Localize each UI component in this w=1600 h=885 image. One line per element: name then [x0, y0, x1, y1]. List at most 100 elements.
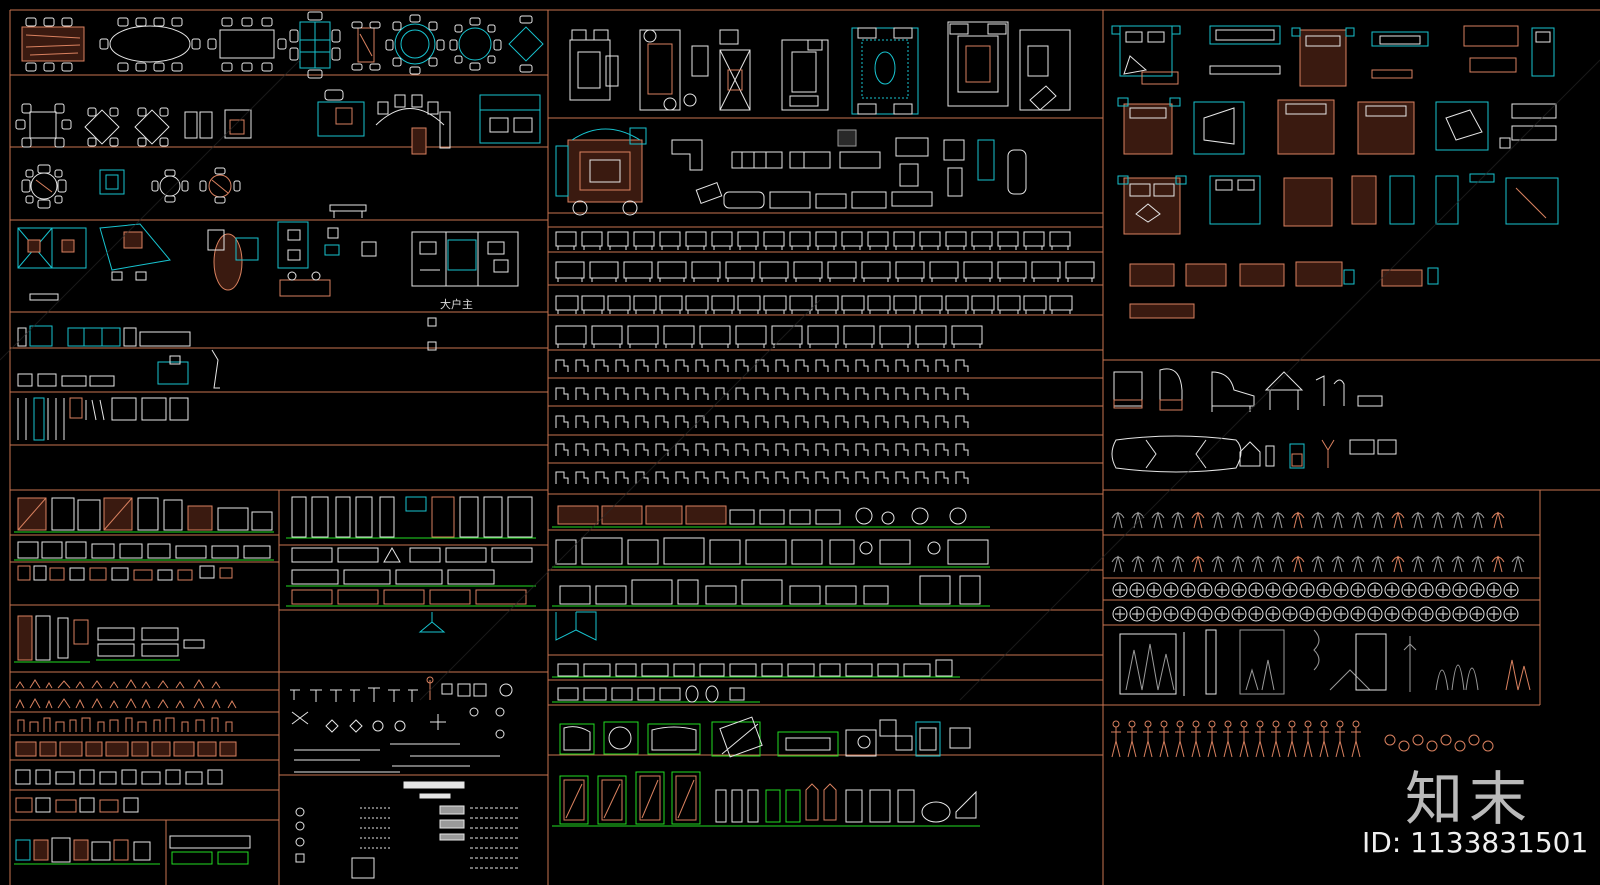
asset-id-label: ID: 1133831501	[1362, 826, 1589, 859]
flower-symbol	[1468, 734, 1480, 746]
sofa-and-rug-row	[555, 127, 1027, 216]
plant-elevation-symbol	[1171, 555, 1185, 573]
plant-plan-symbol	[1149, 585, 1159, 595]
plant-plan-symbol	[1455, 609, 1465, 619]
plant-plan-symbol	[1231, 582, 1247, 598]
plant-elevation-symbol	[1491, 511, 1505, 529]
chair-elevation-symbol	[695, 443, 709, 456]
furniture-elevation-symbol	[555, 325, 587, 345]
person-silhouette	[1271, 727, 1281, 758]
plant-plan-symbol	[1421, 609, 1431, 619]
chair-elevation-symbol	[895, 471, 909, 484]
furniture-elevation-symbol	[737, 295, 761, 311]
plant-elevation-symbol	[1211, 555, 1225, 573]
furniture-elevation-symbol	[789, 231, 811, 247]
chair-elevation-symbol	[715, 471, 729, 484]
furniture-elevation-symbol	[945, 295, 969, 311]
furniture-elevation-symbol	[685, 295, 709, 311]
plant-elevation-symbol	[1211, 511, 1225, 529]
flower-symbol	[1482, 740, 1494, 752]
plant-plan-symbol	[1302, 585, 1312, 595]
plant-plan-symbol	[1336, 585, 1346, 595]
plant-elevation-symbol	[1251, 511, 1265, 529]
plant-plan-symbol	[1214, 582, 1230, 598]
panel-frame-lines	[9, 9, 1600, 885]
plant-plan-symbol	[1506, 585, 1516, 595]
plant-plan-symbol	[1316, 582, 1332, 598]
plant-plan-symbol	[1265, 606, 1281, 622]
landscape-elevations-block	[1119, 629, 1531, 696]
chair-elevation-symbol	[695, 387, 709, 400]
furniture-elevation-symbol	[815, 295, 839, 311]
plant-plan-symbol	[1455, 585, 1465, 595]
furniture-elevation-symbol	[843, 325, 875, 345]
chair-elevation-symbol	[875, 415, 889, 428]
plant-plan-symbol	[1115, 585, 1125, 595]
chair-elevation-symbol	[615, 359, 629, 372]
chair-elevation-symbol	[735, 415, 749, 428]
chair-elevation-symbol	[755, 443, 769, 456]
plant-elevation-symbol	[1291, 511, 1305, 529]
furniture-elevation-symbol	[659, 231, 681, 247]
chair-elevation-symbol	[875, 471, 889, 484]
chair-elevation-symbol	[755, 359, 769, 372]
plant-elevation-symbol	[1391, 555, 1405, 573]
plant-plan-symbol	[1234, 609, 1244, 619]
chair-elevation-symbol	[875, 387, 889, 400]
chair-elevation-symbol	[895, 359, 909, 372]
furniture-elevation-symbol	[1023, 295, 1047, 311]
chair-elevation-symbol	[855, 415, 869, 428]
chair-elevation-symbol	[735, 387, 749, 400]
plant-plan-symbol	[1435, 582, 1451, 598]
chair-elevation-symbol	[775, 387, 789, 400]
plant-plan-symbol	[1251, 609, 1261, 619]
plant-elevation-symbol	[1151, 511, 1165, 529]
person-silhouette	[1335, 727, 1345, 758]
plant-plan-symbol	[1285, 585, 1295, 595]
small-dining-sets	[15, 89, 541, 155]
meeting-room-plan	[411, 231, 519, 351]
chair-elevation-symbol	[915, 443, 929, 456]
plant-plan-symbol	[1384, 606, 1400, 622]
plant-plan-symbol	[1299, 606, 1315, 622]
plant-plan-symbol	[1333, 606, 1349, 622]
chair-elevation-symbol	[815, 415, 829, 428]
flower-symbol	[1398, 740, 1410, 752]
plant-plan-symbol	[1251, 585, 1261, 595]
plant-elevation-symbol	[1191, 511, 1205, 529]
plant-elevation-symbol	[1371, 511, 1385, 529]
furniture-elevation-symbol	[735, 325, 767, 345]
furniture-elevation-symbol	[951, 325, 983, 345]
plant-plan-symbol	[1163, 606, 1179, 622]
plant-elevation-symbol	[1431, 555, 1445, 573]
furniture-elevation-symbol	[1049, 231, 1071, 247]
plant-elevation-symbol	[1311, 555, 1325, 573]
chair-elevation-symbol	[795, 359, 809, 372]
chair-elevation-symbol	[855, 359, 869, 372]
plant-plan-symbol	[1129, 582, 1145, 598]
person-silhouette	[1175, 727, 1185, 758]
chair-elevation-symbol	[955, 415, 969, 428]
plant-plan-symbol	[1452, 582, 1468, 598]
furniture-elevation-symbol	[815, 231, 837, 247]
brand-logo: 知末	[1405, 765, 1534, 833]
plant-elevation-symbol	[1171, 511, 1185, 529]
furniture-elevation-symbol	[919, 231, 941, 247]
plant-plan-symbol	[1231, 606, 1247, 622]
furniture-elevation-symbol	[867, 295, 891, 311]
plant-plan-symbol	[1503, 582, 1519, 598]
plant-plan-symbol	[1350, 582, 1366, 598]
plant-elevation-symbol	[1351, 511, 1365, 529]
chair-elevation-symbol	[635, 387, 649, 400]
furniture-elevation-symbol	[659, 295, 683, 311]
plant-plan-symbol	[1367, 606, 1383, 622]
plant-plan-symbol	[1217, 585, 1227, 595]
furniture-elevation-symbol	[827, 261, 857, 279]
chair-elevation-symbol	[595, 387, 609, 400]
plant-elevation-symbol	[1511, 555, 1525, 573]
person-silhouette	[1223, 727, 1233, 758]
chair-elevation-symbol	[935, 443, 949, 456]
plant-plan-symbol	[1319, 609, 1329, 619]
chair-elevation-symbol	[875, 359, 889, 372]
chair-elevation-symbol	[555, 359, 569, 372]
